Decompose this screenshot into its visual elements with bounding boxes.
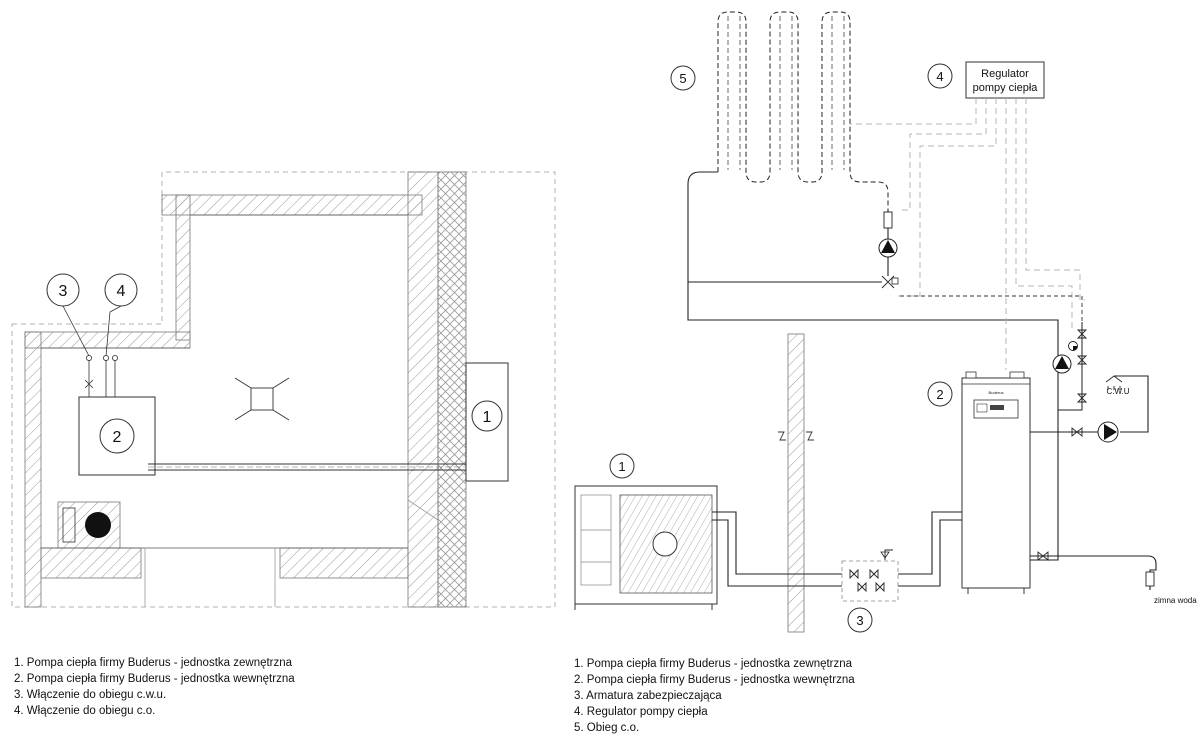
outdoor-unit xyxy=(574,485,718,610)
cwu-valve-icon xyxy=(1071,427,1083,437)
ceiling-lamp-icon xyxy=(234,377,290,421)
plan-marker-3: 3 xyxy=(46,273,80,307)
plan-pipe-connection xyxy=(148,463,470,471)
chimney-icon xyxy=(85,512,111,538)
safety-fittings xyxy=(841,549,899,602)
return-pump-icon xyxy=(1052,354,1072,374)
flow-pipe-return xyxy=(712,519,962,587)
legend-item: 2. Pompa ciepła firmy Buderus - jednostk… xyxy=(14,673,295,685)
plan-insulation-wall xyxy=(437,171,467,608)
svg-text:2: 2 xyxy=(936,387,943,402)
legend-schematic: 1. Pompa ciepła firmy Buderus - jednostk… xyxy=(574,656,855,736)
cwu-label: C.W.U xyxy=(1106,387,1129,396)
plan-marker-4: 4 xyxy=(104,273,138,307)
schematic-marker-3: 3 xyxy=(847,607,873,633)
plan-connections xyxy=(62,305,122,397)
control-wiring xyxy=(850,98,1085,370)
legend-item: 1. Pompa ciepła firmy Buderus - jednostk… xyxy=(574,658,853,670)
floor-plan: 1 2 3 4 xyxy=(11,171,556,608)
indoor-unit-brand: Buderus xyxy=(989,390,1004,395)
legend-item: 4. Włączenie do obiegu c.o. xyxy=(14,705,156,717)
heating-loop-return xyxy=(727,16,845,170)
wall-section xyxy=(787,333,805,633)
indoor-unit-plan xyxy=(78,396,156,476)
heating-loop xyxy=(717,11,889,210)
heating-circuit-pipe xyxy=(687,171,1059,342)
tank-outline xyxy=(62,507,76,543)
cold-water-pipe xyxy=(1030,555,1157,590)
schematic-marker-4: 4 xyxy=(927,63,953,89)
svg-text:2: 2 xyxy=(113,429,122,446)
svg-text:1: 1 xyxy=(618,459,625,474)
svg-text:3: 3 xyxy=(856,613,863,628)
svg-text:1: 1 xyxy=(483,409,492,426)
plan-marker-1: 1 xyxy=(471,400,503,432)
legend-item: 2. Pompa ciepła firmy Buderus - jednostk… xyxy=(574,674,855,686)
safety-valve-icon xyxy=(1076,329,1088,403)
flow-pipe-supply xyxy=(712,511,962,575)
schematic-marker-1: 1 xyxy=(609,453,635,479)
cwu-pump-icon xyxy=(1097,421,1119,443)
circulation-pump-icon xyxy=(878,238,898,258)
schematic-marker-2: 2 xyxy=(927,381,953,407)
plan-outline-dashed xyxy=(11,171,556,608)
wall-bracket-icon xyxy=(778,431,814,441)
svg-text:3: 3 xyxy=(59,283,68,300)
cwu-pipe xyxy=(1030,375,1149,433)
legend-item: 1. Pompa ciepła firmy Buderus - jednostk… xyxy=(14,657,293,669)
cold-water-label: zimna woda xyxy=(1154,596,1197,605)
legend-item: 5. Obieg c.o. xyxy=(574,722,640,734)
plan-walls xyxy=(24,171,439,608)
svg-text:5: 5 xyxy=(679,71,686,86)
fan-icon xyxy=(652,531,678,557)
svg-text:4: 4 xyxy=(117,283,126,300)
regulator-box xyxy=(965,61,1045,99)
regulator-label-line2: pompy ciepła xyxy=(973,82,1039,94)
legend-item: 4. Regulator pompy ciepła xyxy=(574,706,708,718)
regulator-label-line1: Regulator xyxy=(981,68,1029,80)
cold-water-filter-icon xyxy=(1145,571,1155,587)
shower-icon xyxy=(1105,375,1123,390)
legend-item: 3. Włączenie do obiegu c.w.u. xyxy=(14,689,167,701)
schematic-marker-5: 5 xyxy=(670,65,696,91)
legend-plan: 1. Pompa ciepła firmy Buderus - jednostk… xyxy=(14,655,295,719)
filter-icon xyxy=(883,211,893,229)
indoor-unit: Buderus xyxy=(961,371,1031,594)
plan-marker-2: 2 xyxy=(99,418,135,454)
svg-text:4: 4 xyxy=(936,69,943,84)
schematic: Regulator pompy ciepła Buderus xyxy=(574,11,1197,633)
legend-item: 3. Armatura zabezpieczająca xyxy=(574,690,722,702)
